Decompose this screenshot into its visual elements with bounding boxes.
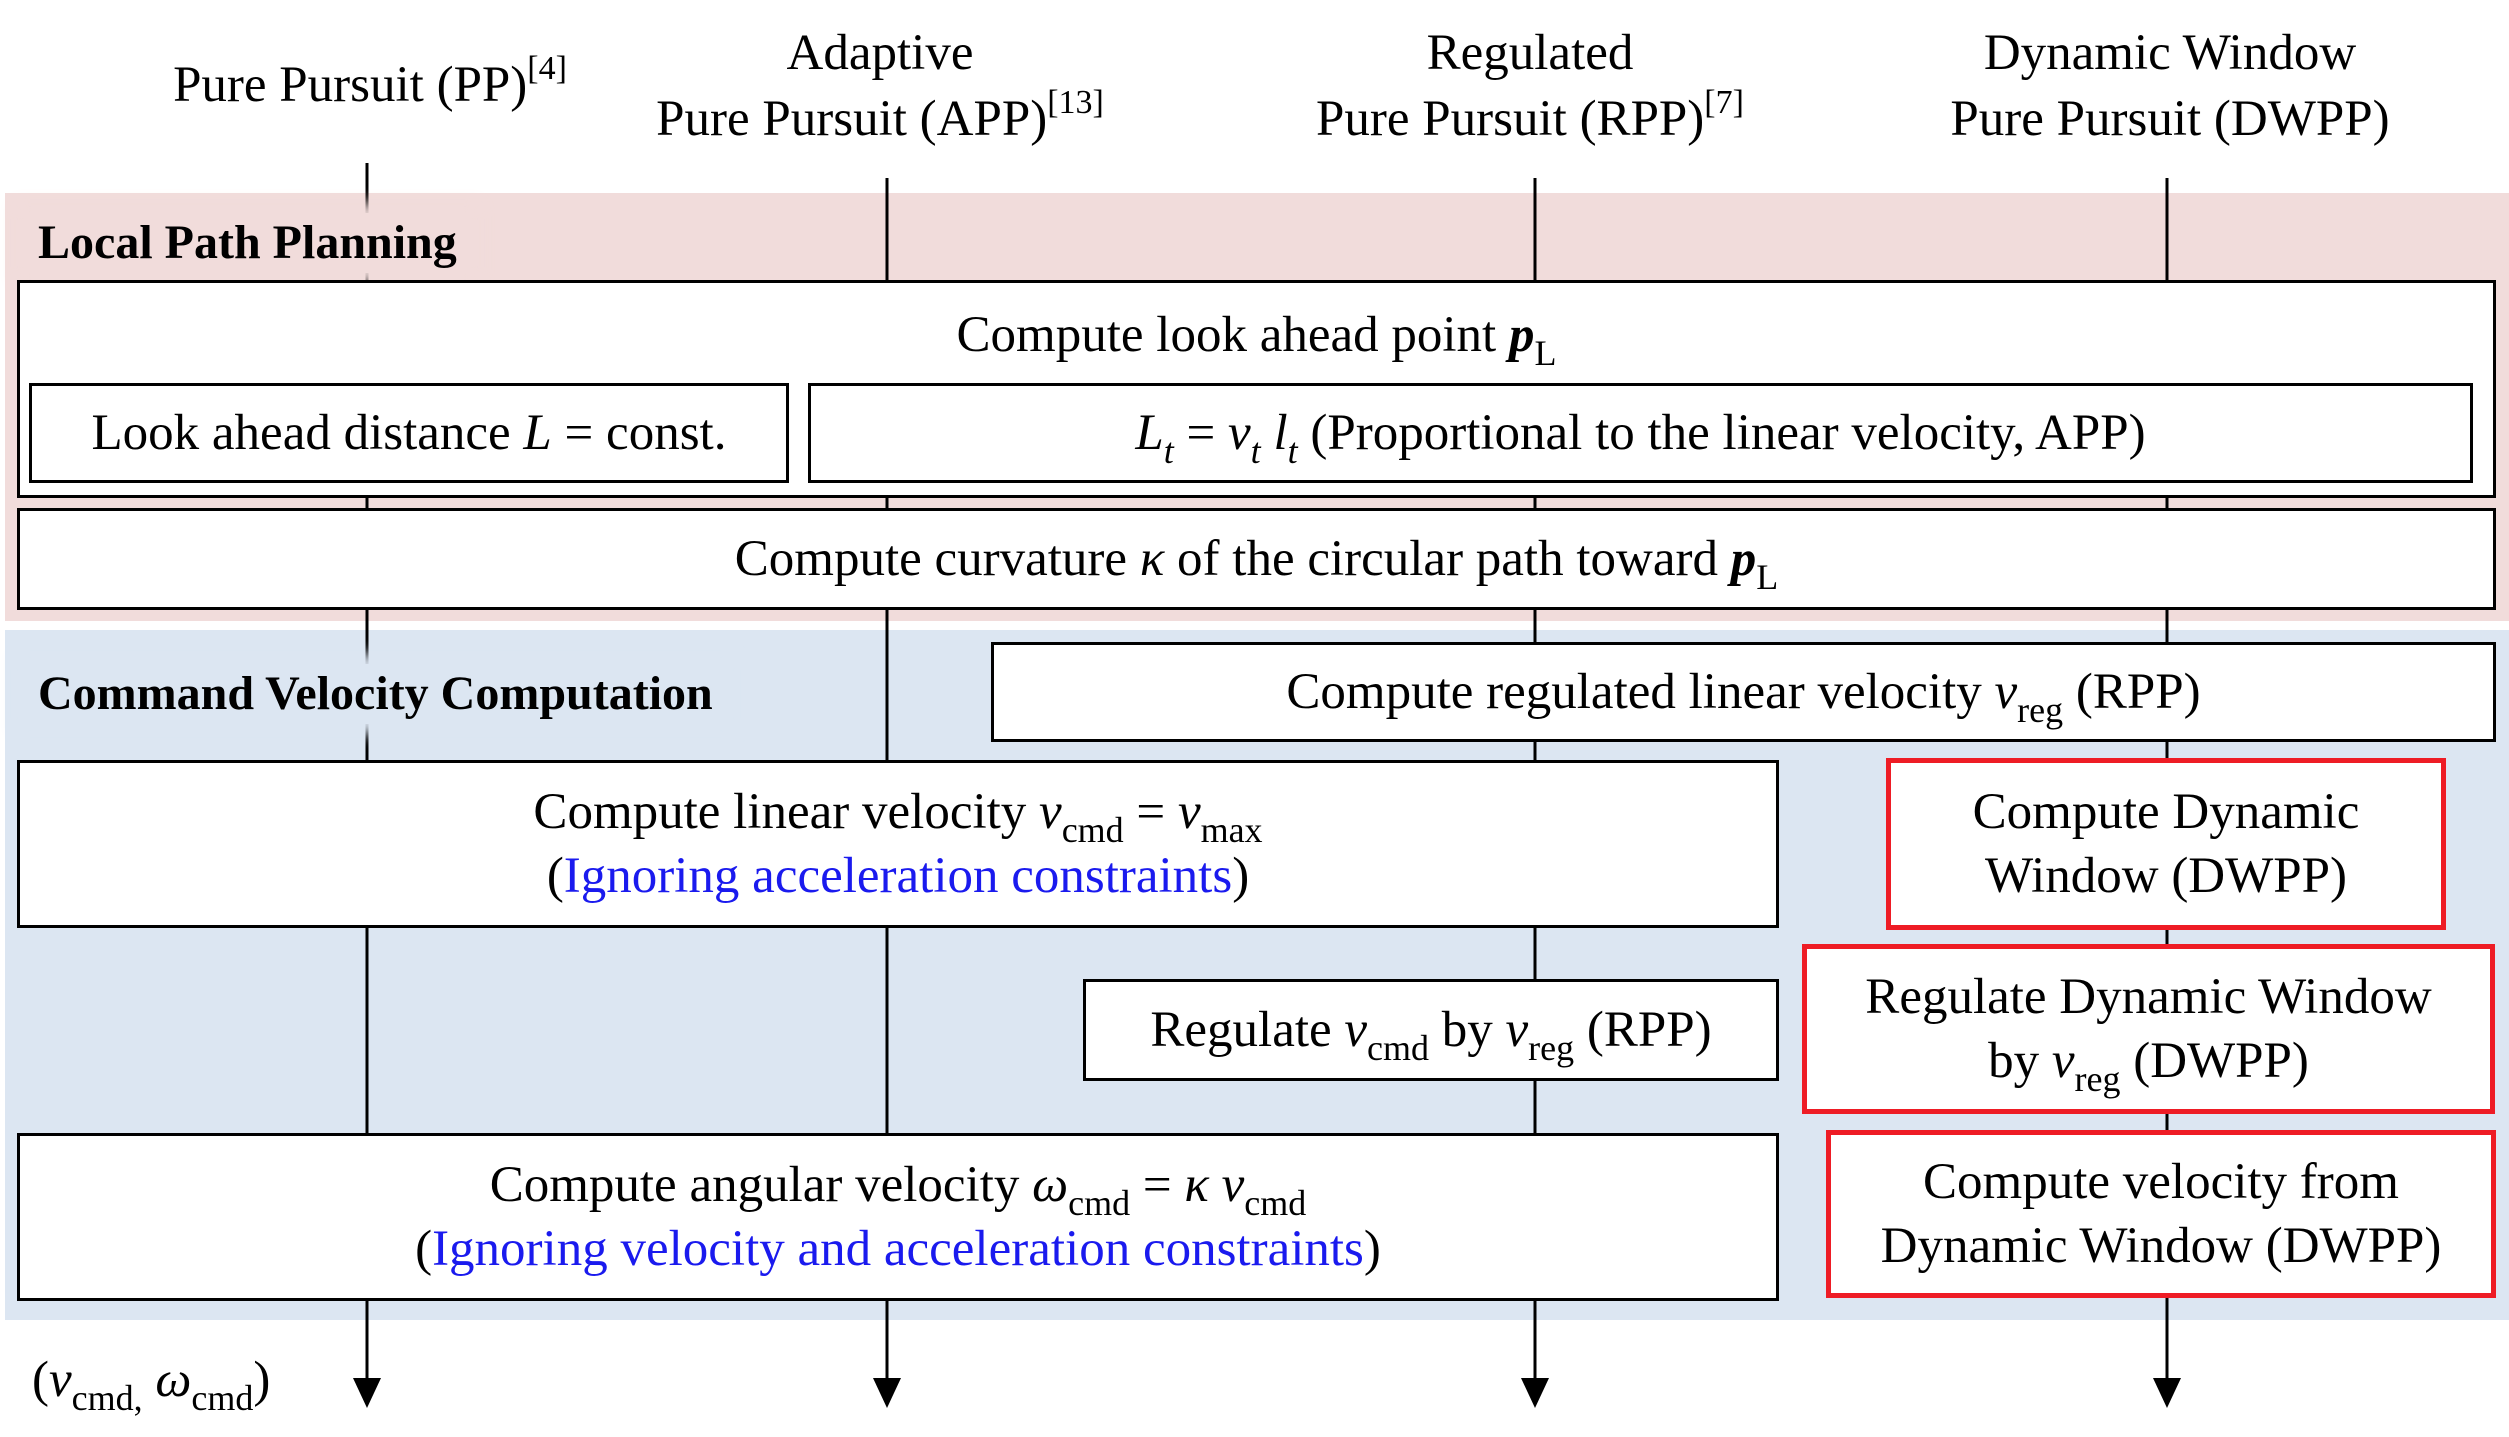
angular-pre: Compute angular velocity	[489, 1157, 1033, 1213]
lookahead-symbol: p	[1508, 307, 1535, 363]
linear-symbol: v	[1039, 784, 1062, 840]
prop-sub2: t	[1250, 431, 1261, 471]
constant-distance-post: = const.	[551, 405, 727, 461]
regulated-sub: reg	[2017, 690, 2064, 730]
regulate-dw-line1: Regulate Dynamic Window	[1865, 969, 2432, 1025]
angular-note: Ignoring velocity and acceleration const…	[432, 1221, 1364, 1277]
regulate-sub: cmd	[1367, 1028, 1430, 1068]
local-path-planning-title: Local Path Planning	[24, 213, 471, 273]
output-open: (	[32, 1352, 49, 1408]
linear-max-sub: max	[1200, 810, 1263, 850]
linear-max-symbol: v	[1177, 784, 1201, 840]
regulated-symbol: v	[1994, 664, 2018, 720]
constant-distance-symbol: L	[523, 405, 552, 461]
rpp-header-line1: Regulated	[1426, 25, 1634, 81]
angular-sub: cmd	[1068, 1183, 1131, 1223]
constant-distance-pre: Look ahead distance	[91, 405, 524, 461]
app-header-line2: Pure Pursuit (APP)	[656, 91, 1048, 147]
regulate-dynamic-window-box: Regulate Dynamic Window by vreg (DWPP)	[1802, 944, 2495, 1114]
regulated-pre: Compute regulated linear velocity	[1286, 664, 1995, 720]
proportional-distance-box: Lt = vt lt (Proportional to the linear v…	[808, 383, 2473, 483]
regulate-dw-sub: reg	[2074, 1059, 2121, 1099]
regulated-velocity-box: Compute regulated linear velocity vreg (…	[991, 642, 2496, 742]
velocity-from-dw-line2: Dynamic Window (DWPP)	[1880, 1218, 2442, 1274]
app-header: Adaptive Pure Pursuit (APP)[13]	[600, 20, 1160, 152]
lookahead-sub: L	[1534, 333, 1557, 373]
curvature-pre: Compute curvature	[734, 531, 1140, 587]
dwpp-header-line1: Dynamic Window	[1983, 25, 2357, 81]
angular-velocity-box: Compute angular velocity ωcmd = κ vcmd (…	[17, 1133, 1779, 1301]
pp-header: Pure Pursuit (PP)[4]	[130, 52, 610, 118]
regulate-post: (RPP)	[1574, 1002, 1712, 1058]
curvature-symbol: κ	[1139, 531, 1165, 587]
prop-sym3: l	[1273, 405, 1288, 461]
angular-eq: =	[1130, 1157, 1185, 1213]
angular-v-sub: cmd	[1244, 1183, 1307, 1223]
curvature-target-sub: L	[1756, 557, 1779, 597]
linear-note: Ignoring acceleration constraints	[563, 848, 1233, 904]
output-close: )	[253, 1352, 271, 1408]
app-header-line1: Adaptive	[786, 25, 974, 81]
prop-sub3: t	[1287, 431, 1298, 471]
output-velocity-label: (vcmd, ωcmd)	[32, 1348, 271, 1416]
prop-sym1: L	[1135, 405, 1164, 461]
angular-symbol: ω	[1032, 1157, 1069, 1213]
regulate-velocity-box: Regulate vcmd by vreg (RPP)	[1083, 979, 1779, 1081]
dwpp-arrowhead	[2153, 1378, 2181, 1408]
app-arrowhead	[873, 1378, 901, 1408]
output-omega-symbol: ω	[142, 1352, 192, 1408]
prop-eq: =	[1173, 405, 1229, 461]
rpp-header-line2: Pure Pursuit (RPP)	[1316, 91, 1705, 147]
prop-sub1: t	[1163, 431, 1174, 471]
output-v-symbol: v	[48, 1352, 72, 1408]
prop-post: (Proportional to the linear velocity, AP…	[1297, 405, 2146, 461]
regulate-pre: Regulate	[1150, 1002, 1345, 1058]
regulate-mid: by	[1429, 1002, 1506, 1058]
velocity-from-dw-box: Compute velocity from Dynamic Window (DW…	[1826, 1130, 2496, 1298]
lookahead-text: Compute look ahead point	[956, 307, 1509, 363]
dynamic-window-box: Compute Dynamic Window (DWPP)	[1886, 758, 2446, 930]
pp-header-label: Pure Pursuit (PP)	[173, 57, 528, 113]
rpp-arrowhead	[1521, 1378, 1549, 1408]
velocity-from-dw-line1: Compute velocity from	[1923, 1154, 2399, 1210]
regulated-post: (RPP)	[2063, 664, 2201, 720]
pp-arrowhead	[353, 1378, 381, 1408]
linear-sub: cmd	[1061, 810, 1124, 850]
dwpp-header: Dynamic Window Pure Pursuit (DWPP)	[1880, 20, 2460, 152]
command-velocity-title: Command Velocity Computation	[24, 664, 727, 724]
dwpp-header-line2: Pure Pursuit (DWPP)	[1950, 91, 2390, 147]
linear-velocity-box: Compute linear velocity vcmd = vmax (Ign…	[17, 760, 1779, 928]
curvature-target-symbol: p	[1730, 531, 1757, 587]
dynamic-window-line2: Window (DWPP)	[1984, 848, 2347, 904]
output-omega-sub: cmd	[191, 1378, 254, 1418]
regulate-dw-pre: by	[1988, 1033, 2052, 1089]
regulate-dw-post: (DWPP)	[2120, 1033, 2309, 1089]
linear-eq: =	[1123, 784, 1178, 840]
output-v-sub: cmd,	[71, 1378, 143, 1418]
regulate-reg-symbol: v	[1505, 1002, 1529, 1058]
prop-sym2: v	[1228, 405, 1251, 461]
app-header-ref: [13]	[1047, 84, 1104, 121]
curvature-box: Compute curvature κ of the circular path…	[17, 508, 2496, 610]
linear-pre: Compute linear velocity	[533, 784, 1040, 840]
rpp-header: Regulated Pure Pursuit (RPP)[7]	[1240, 20, 1820, 152]
regulate-dw-symbol: v	[2051, 1033, 2075, 1089]
dynamic-window-line1: Compute Dynamic	[1972, 784, 2360, 840]
regulate-reg-sub: reg	[1528, 1028, 1575, 1068]
curvature-mid: of the circular path toward	[1164, 531, 1731, 587]
angular-curvature-symbol: κ	[1184, 1157, 1209, 1213]
rpp-header-ref: [7]	[1704, 84, 1744, 121]
lookahead-title: Compute look ahead point pL	[17, 303, 2496, 371]
regulate-symbol: v	[1344, 1002, 1368, 1058]
pp-header-ref: [4]	[527, 50, 567, 87]
constant-distance-box: Look ahead distance L = const.	[29, 383, 789, 483]
angular-v-symbol: v	[1208, 1157, 1245, 1213]
